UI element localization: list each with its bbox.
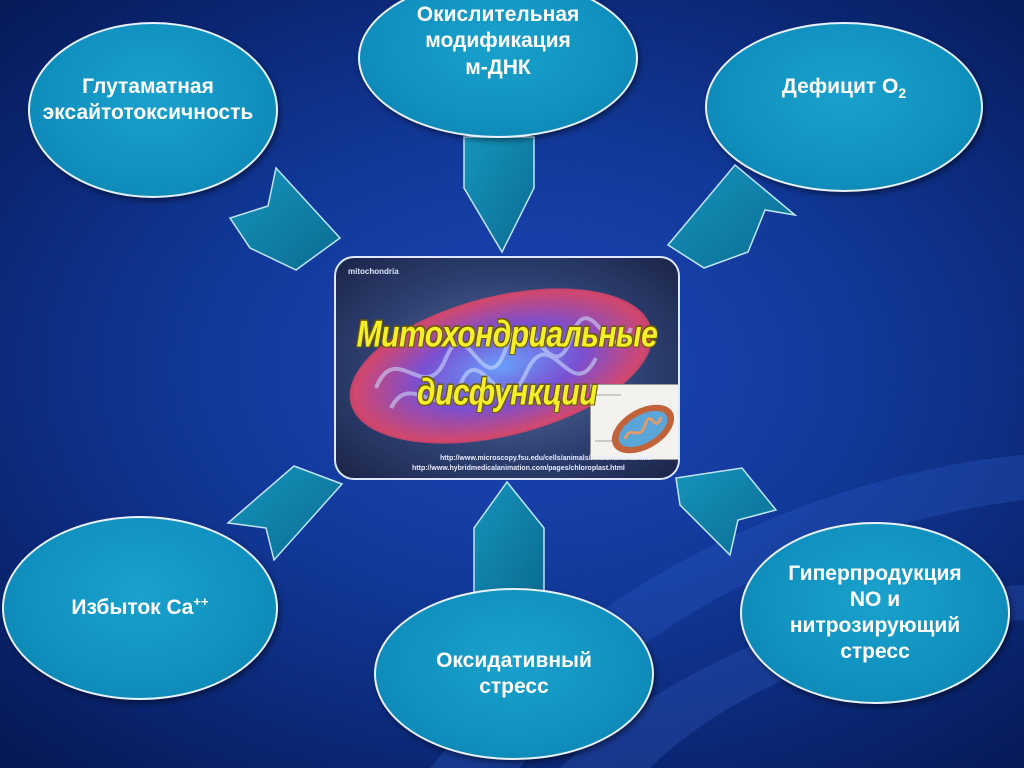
arrow-top-left xyxy=(228,166,342,271)
node-oxmod-line-2: модификация xyxy=(425,29,571,53)
center-mitochondria-panel: mitochondria Митохондриальные дисфункции… xyxy=(334,256,680,480)
node-calcium-superscript: ++ xyxy=(193,593,209,609)
node-no-line-3: нитрозирующий xyxy=(789,614,961,637)
center-title-line-2: дисфункции xyxy=(417,371,598,413)
node-oxidative-stress: Оксидативный стресс xyxy=(374,588,654,760)
arrow-bottom-right xyxy=(675,467,778,557)
node-no-line-1: Гиперпродукция xyxy=(788,561,962,585)
arrow-top-right xyxy=(666,163,798,269)
node-o2-label: Дефицит O xyxy=(781,74,899,98)
center-title-line-1: Митохондриальные xyxy=(356,313,658,355)
mitochondria-inset-diagram xyxy=(590,384,678,460)
node-glutamate-label: Глутаматная эксайтотоксичность xyxy=(42,74,254,124)
arrow-bottom xyxy=(473,480,545,596)
node-oxmod-line-1: Окислительная xyxy=(416,3,580,26)
arrow-bottom-left xyxy=(226,465,344,562)
arrow-top xyxy=(463,136,535,254)
node-oxmod-line-3: м-ДНК xyxy=(465,55,531,79)
node-o2-subscript: 2 xyxy=(898,85,907,102)
image-caption-tag: mitochondria xyxy=(348,267,399,276)
mitochondria-illustration xyxy=(349,288,653,444)
node-calcium-label: Избыток Ca xyxy=(71,595,194,619)
node-oxidative-modification-mdna: Окислительная модификация м-ДНК xyxy=(358,0,638,138)
node-o2-deficit: Дефицит O2 xyxy=(705,22,983,192)
node-oxidative-stress-label: Оксидативный стресс xyxy=(436,648,592,698)
source-url-1: http://www.microscopy.fsu.edu/cells/anim… xyxy=(440,455,652,462)
source-url-2: http://www.hybridmedicalanimation.com/pa… xyxy=(412,465,625,472)
node-no-line-4: стресс xyxy=(840,640,910,664)
node-no-line-2: NO и xyxy=(849,587,901,611)
node-no-nitrosative-stress: Гиперпродукция NO и нитрозирующий стресс xyxy=(740,522,1010,704)
node-calcium-excess: Избыток Ca++ xyxy=(2,516,278,700)
node-glutamate-excitotoxicity: Глутаматная эксайтотоксичность xyxy=(28,22,278,198)
